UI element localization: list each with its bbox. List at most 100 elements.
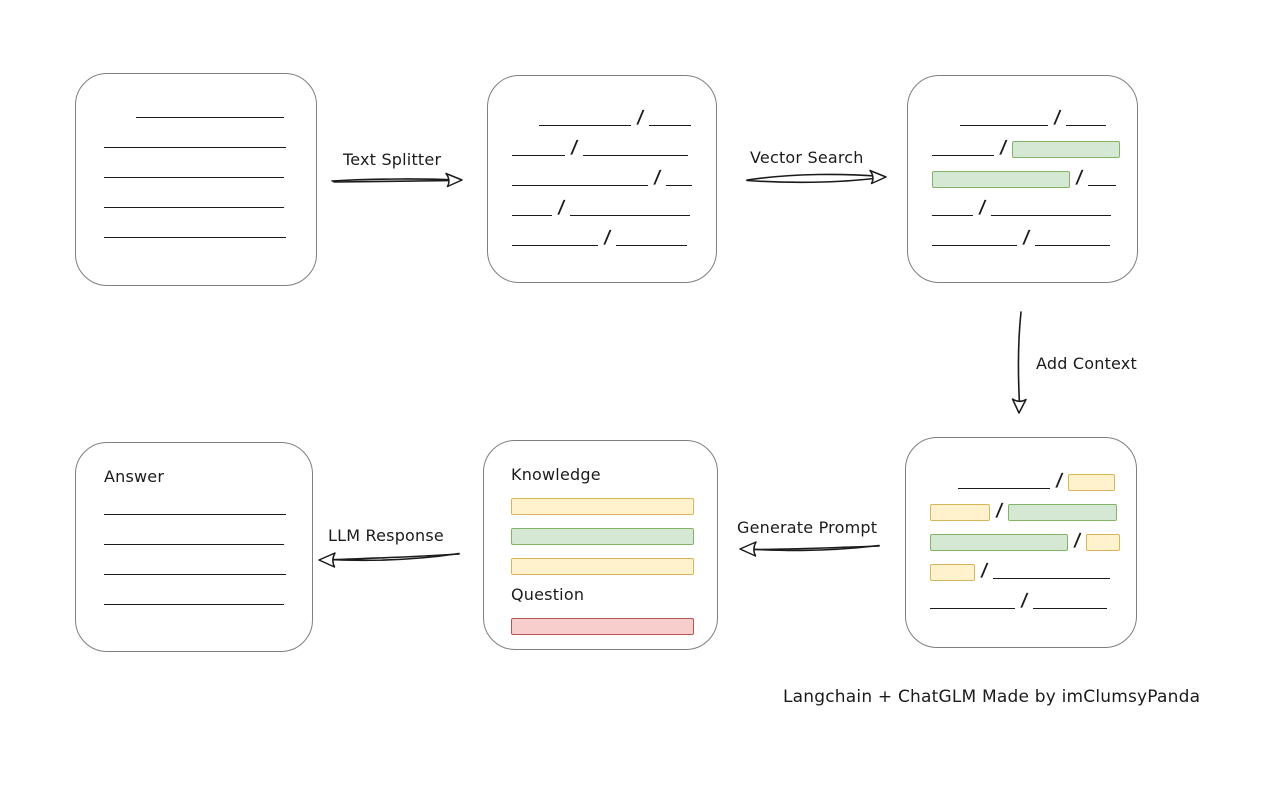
llm-response-arrow xyxy=(318,552,460,568)
slash-separator: / xyxy=(979,560,989,581)
text-line xyxy=(104,574,286,575)
yellow-highlight-bar xyxy=(930,564,975,581)
text-line xyxy=(104,177,284,178)
text-line xyxy=(1032,608,1107,609)
answer-box: Answer xyxy=(75,442,313,652)
vector-matched-box: / / / / / xyxy=(907,75,1138,283)
text-line xyxy=(512,185,648,186)
yellow-highlight-bar xyxy=(511,498,694,515)
text-line xyxy=(1065,125,1106,126)
red-highlight-bar xyxy=(511,618,694,635)
question-label: Question xyxy=(511,585,585,604)
text-line xyxy=(932,245,1017,246)
slash-separator: / xyxy=(1052,107,1062,128)
text-row xyxy=(104,211,292,241)
text-row: / xyxy=(512,189,692,219)
text-row xyxy=(511,486,694,516)
add-context-arrow xyxy=(1011,311,1027,414)
text-row xyxy=(104,151,292,181)
text-row: Answer xyxy=(104,458,288,488)
text-row: / xyxy=(932,189,1113,219)
slash-separator: / xyxy=(998,137,1008,158)
text-line xyxy=(990,215,1111,216)
text-line xyxy=(1087,185,1116,186)
text-line xyxy=(512,215,552,216)
yellow-highlight-bar xyxy=(511,558,694,575)
text-row: / xyxy=(932,159,1116,189)
text-row xyxy=(511,546,694,576)
text-row: / xyxy=(930,522,1120,552)
text-line xyxy=(539,125,631,126)
text-line xyxy=(1034,245,1110,246)
text-row: / xyxy=(932,129,1120,159)
text-row: / xyxy=(932,219,1113,249)
text-row: / xyxy=(930,552,1112,582)
text-row xyxy=(511,516,694,546)
slash-separator: / xyxy=(994,500,1004,521)
text-line xyxy=(104,544,284,545)
split-text-box: / / / / / xyxy=(487,75,717,283)
text-row: Question xyxy=(511,576,693,606)
text-line xyxy=(104,147,286,148)
text-row: / xyxy=(930,462,1115,492)
yellow-highlight-bar xyxy=(1067,474,1115,491)
text-row xyxy=(104,121,292,151)
text-line xyxy=(104,604,284,605)
text-row xyxy=(104,578,288,608)
knowledge-label: Knowledge xyxy=(511,465,601,484)
slash-separator: / xyxy=(602,227,612,248)
green-highlight-bar xyxy=(1011,141,1120,158)
text-row xyxy=(104,91,292,121)
text-line xyxy=(932,155,994,156)
context-box: ///// xyxy=(905,437,1137,648)
text-line xyxy=(665,185,692,186)
llm-response-label: LLM Response xyxy=(328,526,444,545)
text-line xyxy=(930,608,1015,609)
text-row xyxy=(104,181,292,211)
text-row xyxy=(104,488,288,518)
green-highlight-bar xyxy=(511,528,694,545)
text-row: Knowledge xyxy=(511,456,693,486)
document-box xyxy=(75,73,317,286)
text-line xyxy=(615,245,687,246)
slash-separator: / xyxy=(977,197,987,218)
slash-separator: / xyxy=(569,137,579,158)
text-splitter-label: Text Splitter xyxy=(343,150,442,169)
text-line xyxy=(992,578,1110,579)
text-row: / xyxy=(512,159,692,189)
green-highlight-bar xyxy=(1007,504,1117,521)
green-highlight-bar xyxy=(930,534,1068,551)
slash-separator: / xyxy=(1074,167,1084,188)
slash-separator: / xyxy=(1021,227,1031,248)
text-line xyxy=(958,488,1050,489)
text-row xyxy=(104,518,288,548)
text-row xyxy=(511,606,694,636)
green-highlight-bar xyxy=(932,171,1070,188)
text-line xyxy=(569,215,690,216)
slash-separator: / xyxy=(635,107,645,128)
vector-search-label: Vector Search xyxy=(750,148,864,167)
slash-separator: / xyxy=(1054,470,1064,491)
text-line xyxy=(104,237,286,238)
text-row: / xyxy=(930,582,1112,612)
slash-separator: / xyxy=(556,197,566,218)
generate-prompt-arrow xyxy=(739,541,880,557)
text-line xyxy=(136,117,284,118)
text-row: / xyxy=(512,219,692,249)
text-splitter-arrow xyxy=(331,172,463,188)
generate-prompt-label: Generate Prompt xyxy=(737,518,878,537)
text-line xyxy=(960,125,1048,126)
add-context-label: Add Context xyxy=(1036,354,1137,373)
vector-search-arrow xyxy=(746,169,887,185)
text-row: / xyxy=(512,129,692,159)
slash-separator: / xyxy=(652,167,662,188)
credit-text: Langchain + ChatGLM Made by imClumsyPand… xyxy=(783,687,1201,707)
answer-label: Answer xyxy=(104,467,165,486)
text-line xyxy=(104,514,286,515)
text-line xyxy=(648,125,691,126)
text-line xyxy=(104,207,284,208)
yellow-highlight-bar xyxy=(1085,534,1120,551)
text-row: / xyxy=(930,492,1117,522)
text-line xyxy=(932,215,973,216)
